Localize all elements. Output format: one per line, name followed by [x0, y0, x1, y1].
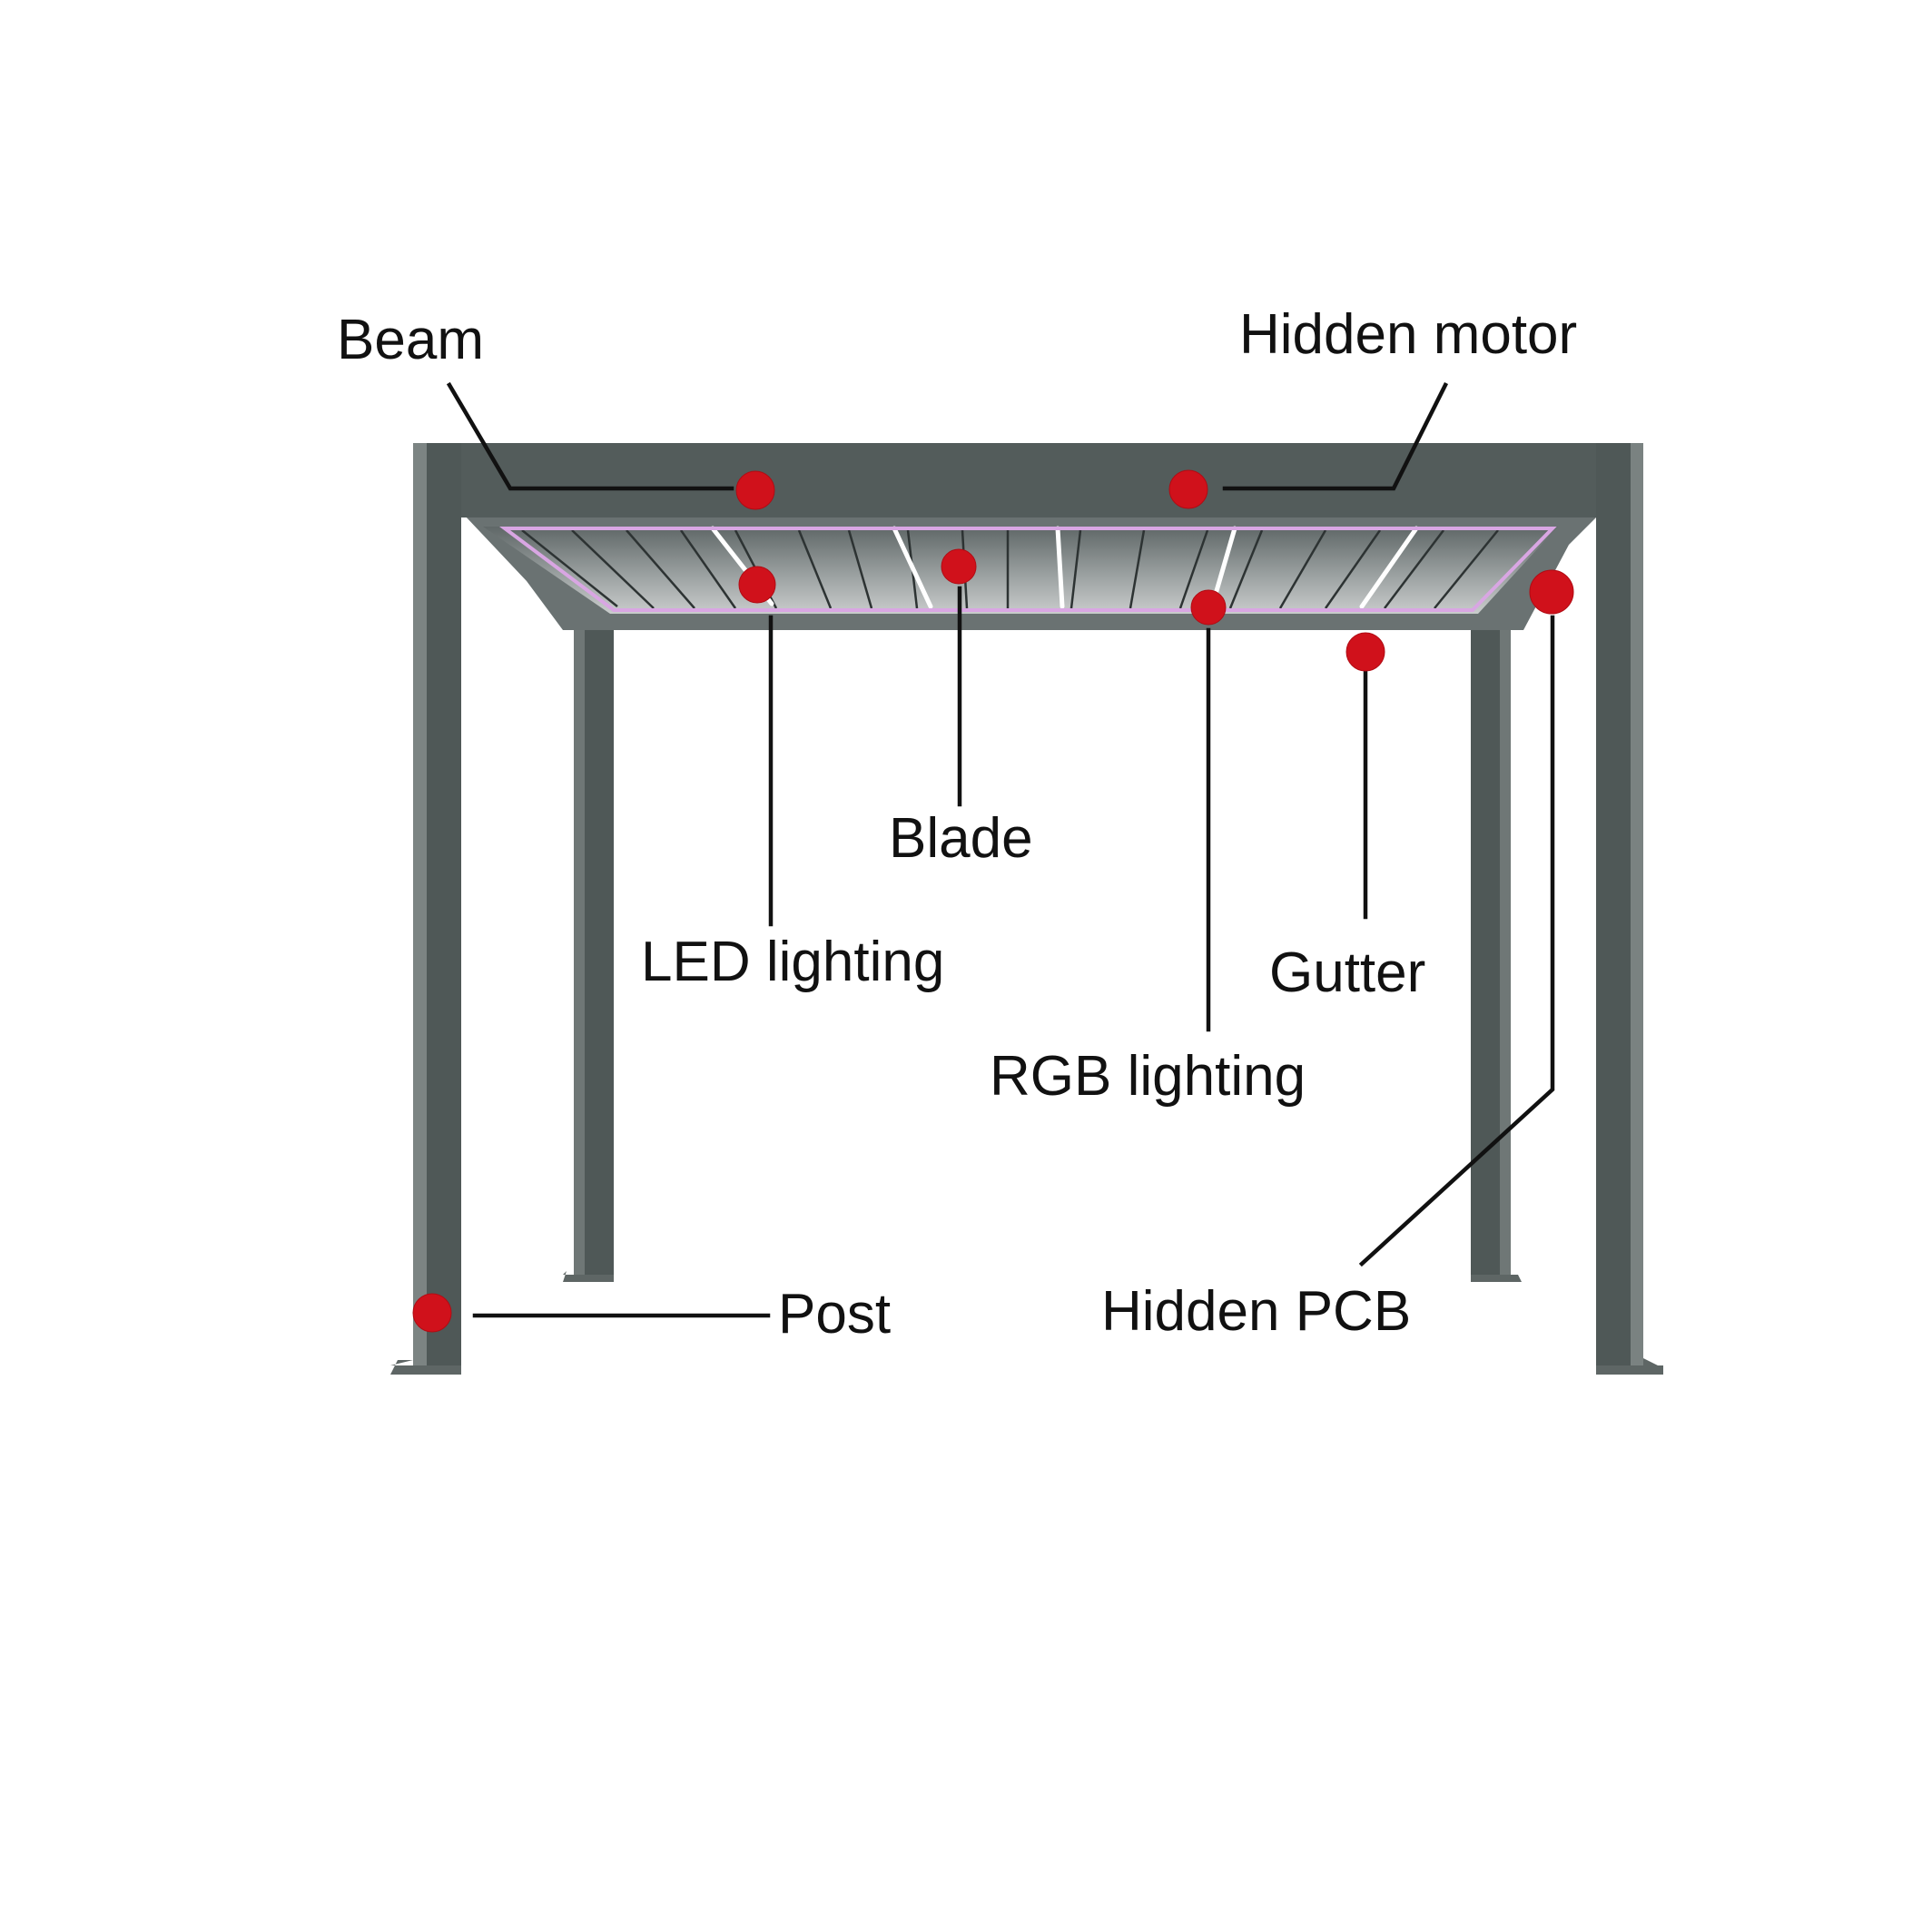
hidden-pcb-label: Hidden PCB — [1101, 1280, 1411, 1343]
back-left-post — [563, 630, 614, 1282]
hotspots — [412, 469, 1574, 1333]
leader-lines — [446, 381, 1555, 1318]
back-right-post — [1471, 630, 1522, 1282]
hidden-pcb-hotspot[interactable] — [1529, 569, 1574, 615]
pergola-structure — [390, 443, 1663, 1375]
hidden-motor-label: Hidden motor — [1239, 303, 1577, 366]
blade-hotspot[interactable] — [941, 548, 977, 585]
front-left-post — [390, 443, 461, 1375]
beam-hotspot[interactable] — [735, 470, 775, 510]
hidden-pcb-leader — [1358, 615, 1555, 1267]
rgb-lighting-label: RGB lighting — [990, 1045, 1306, 1108]
post-hotspot[interactable] — [412, 1293, 452, 1333]
led-lighting-label: LED lighting — [641, 931, 944, 993]
beam-label: Beam — [337, 309, 484, 371]
hidden-motor-leader — [1222, 381, 1449, 491]
gutter-label: Gutter — [1269, 941, 1425, 1004]
roof-blades — [521, 529, 1499, 609]
led-lighting-hotspot[interactable] — [738, 566, 776, 604]
post-label: Post — [778, 1283, 891, 1346]
front-right-post — [1596, 443, 1663, 1375]
hidden-motor-hotspot[interactable] — [1168, 469, 1208, 509]
labels: Beam Hidden motor Blade LED lighting Gut… — [337, 303, 1577, 1346]
rgb-perimeter-strip — [499, 527, 1557, 612]
rgb-lighting-hotspot[interactable] — [1190, 589, 1227, 626]
beam-leader — [446, 381, 734, 491]
gutter-hotspot[interactable] — [1346, 632, 1385, 672]
blade-label: Blade — [889, 807, 1033, 870]
front-beam — [413, 443, 1643, 518]
